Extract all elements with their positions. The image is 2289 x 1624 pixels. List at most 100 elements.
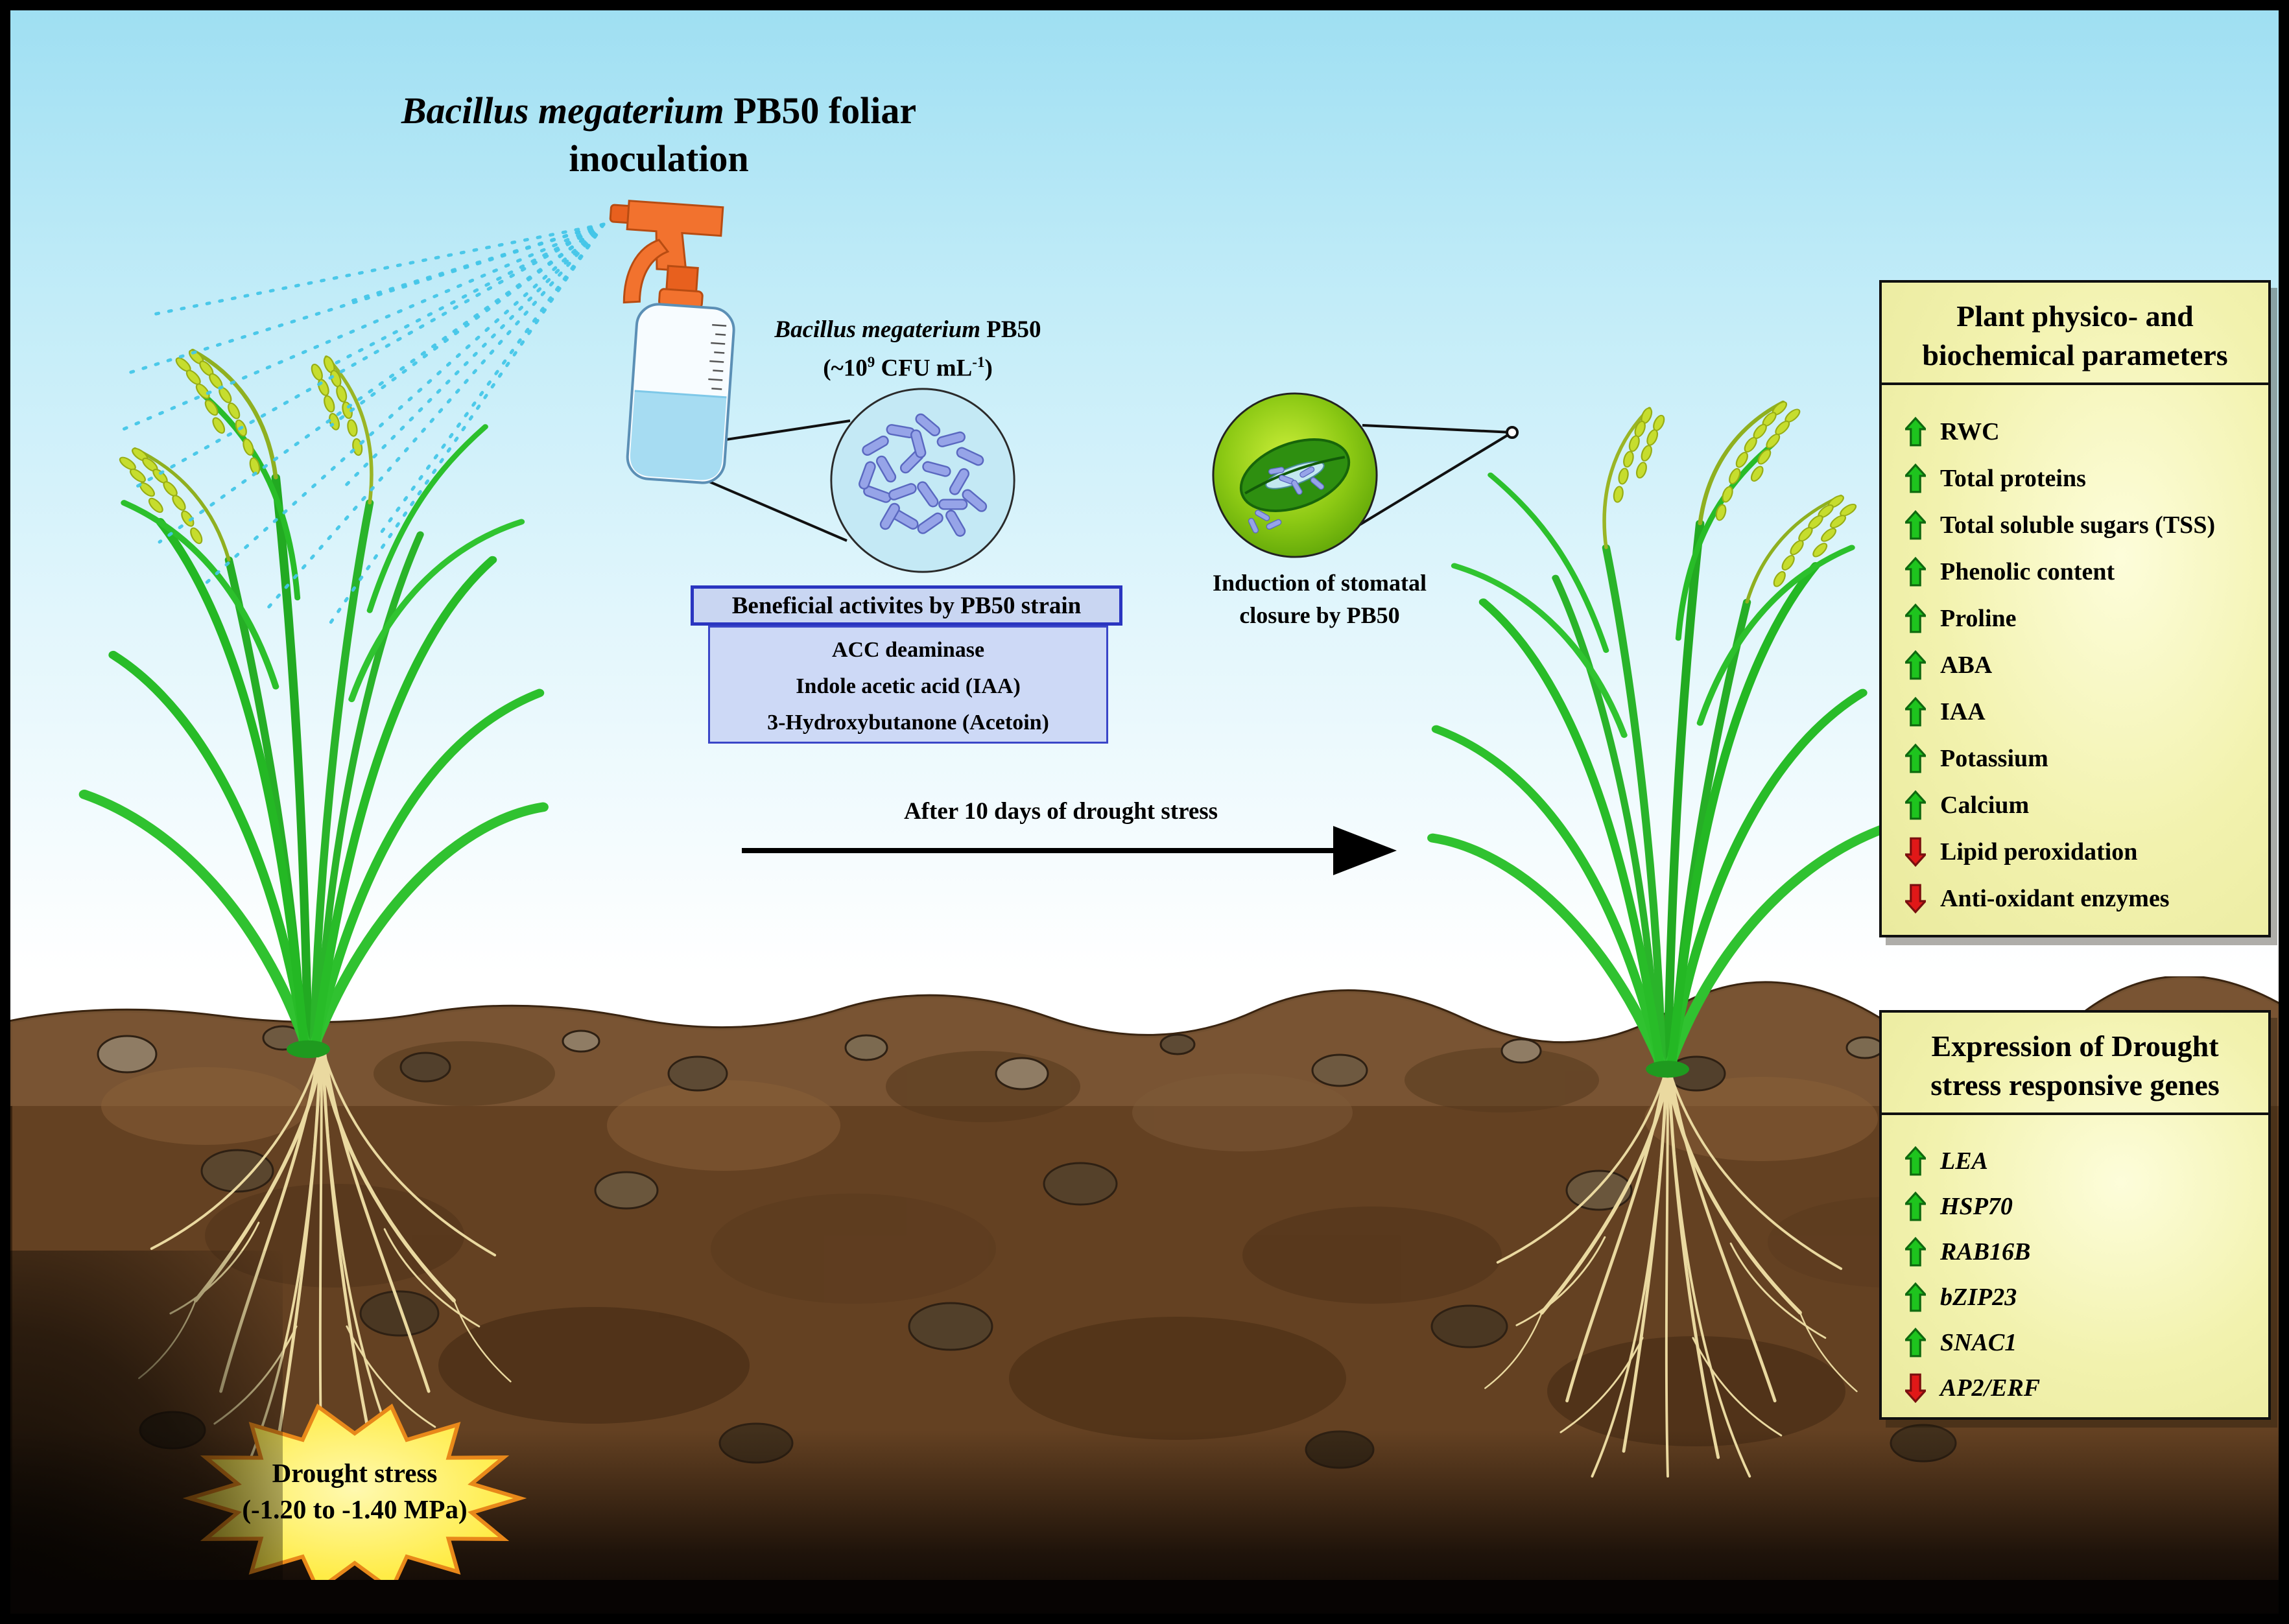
parameter-label: Potassium bbox=[1940, 745, 2048, 772]
panel-title-line: stress responsive genes bbox=[1930, 1068, 2220, 1101]
up-arrow-icon bbox=[1905, 604, 1926, 633]
gene-row: HSP70 bbox=[1882, 1184, 2268, 1229]
parameter-label: IAA bbox=[1940, 698, 1986, 725]
divider bbox=[1882, 382, 2268, 385]
beneficial-activities-header: Beneficial activites by PB50 strain bbox=[691, 585, 1122, 626]
gene-row: SNAC1 bbox=[1882, 1320, 2268, 1365]
gene-row: RAB16B bbox=[1882, 1229, 2268, 1275]
up-arrow-icon bbox=[1905, 744, 1926, 773]
beneficial-item: ACC deaminase bbox=[831, 638, 985, 662]
gene-label: LEA bbox=[1940, 1147, 1988, 1175]
bottle-liquid bbox=[630, 390, 727, 480]
parameter-label: Anti-oxidant enzymes bbox=[1940, 885, 2170, 912]
spray-bottle bbox=[609, 200, 735, 484]
gene-label: HSP70 bbox=[1940, 1193, 2013, 1220]
left-rice-plant bbox=[59, 205, 565, 1061]
parameter-row: RWC bbox=[1882, 408, 2268, 455]
parameter-row: IAA bbox=[1882, 688, 2268, 735]
stomatal-closure-label: Induction of stomatal closure by PB50 bbox=[1157, 567, 1482, 631]
drought-line1: Drought stress bbox=[272, 1458, 438, 1488]
beneficial-header-text: Beneficial activites by PB50 strain bbox=[731, 592, 1082, 619]
parameter-row: Proline bbox=[1882, 595, 2268, 642]
title-rest: PB50 foliar bbox=[724, 89, 917, 132]
down-arrow-icon bbox=[1905, 884, 1926, 913]
parameter-list: RWC Total proteins bbox=[1882, 385, 2268, 922]
parameter-row: Total proteins bbox=[1882, 455, 2268, 502]
conc-pre: (~10 bbox=[823, 355, 868, 382]
gene-row: bZIP23 bbox=[1882, 1275, 2268, 1320]
up-arrow-icon bbox=[1905, 510, 1926, 540]
gene-label: AP2/ERF bbox=[1940, 1374, 2041, 1402]
up-arrow-icon bbox=[1905, 557, 1926, 587]
up-arrow-icon bbox=[1905, 697, 1926, 727]
bottle-label-line1: Bacillus megaterium PB50 bbox=[746, 314, 1070, 346]
bottle-label: Bacillus megaterium PB50 (~109 CFU mL-1) bbox=[746, 314, 1070, 384]
stomatal-label-line2: closure by PB50 bbox=[1239, 602, 1400, 628]
up-arrow-icon bbox=[1905, 790, 1926, 820]
up-arrow-icon bbox=[1905, 1282, 1926, 1312]
parameter-label: Total proteins bbox=[1940, 465, 2086, 492]
panel-physico-biochemical: Plant physico- and biochemical parameter… bbox=[1879, 280, 2271, 937]
stomatal-closure-view bbox=[1212, 392, 1378, 558]
title-line2: inoculation bbox=[569, 137, 749, 180]
up-arrow-icon bbox=[1905, 464, 1926, 493]
gene-label: SNAC1 bbox=[1940, 1329, 2017, 1356]
beneficial-item: 3-Hydroxybutanone (Acetoin) bbox=[767, 711, 1049, 735]
conc-exponent2: -1 bbox=[972, 354, 985, 370]
panel-title-line: Expression of Drought bbox=[1931, 1030, 2219, 1063]
divider bbox=[1882, 1112, 2268, 1115]
parameter-row: Lipid peroxidation bbox=[1882, 829, 2268, 875]
up-arrow-icon bbox=[1905, 1328, 1926, 1358]
bottle-strain: PB50 bbox=[980, 316, 1041, 343]
timeline-arrow bbox=[742, 826, 1397, 875]
parameter-label: RWC bbox=[1940, 418, 2000, 445]
bottle-species: Bacillus megaterium bbox=[774, 316, 981, 343]
conc-exponent: 9 bbox=[867, 354, 875, 370]
parameter-row: Anti-oxidant enzymes bbox=[1882, 875, 2268, 922]
soil-shadow bbox=[10, 1251, 283, 1614]
parameter-row: Potassium bbox=[1882, 735, 2268, 782]
down-arrow-icon bbox=[1905, 1373, 1926, 1403]
parameter-row: ABA bbox=[1882, 642, 2268, 688]
right-rice-plant bbox=[1411, 263, 1917, 1080]
parameter-label: Calcium bbox=[1940, 792, 2030, 819]
up-arrow-icon bbox=[1905, 650, 1926, 680]
gene-label: RAB16B bbox=[1940, 1238, 2031, 1265]
conc-mid: CFU mL bbox=[875, 355, 973, 382]
gene-label: bZIP23 bbox=[1940, 1284, 2017, 1311]
parameter-row: Calcium bbox=[1882, 782, 2268, 829]
parameter-label: Phenolic content bbox=[1940, 558, 2115, 585]
gene-list: LEA HSP70 bbox=[1882, 1115, 2268, 1411]
stomatal-label-line1: Induction of stomatal bbox=[1212, 570, 1427, 596]
up-arrow-icon bbox=[1905, 1146, 1926, 1176]
up-arrow-icon bbox=[1905, 1237, 1926, 1267]
up-arrow-icon bbox=[1905, 417, 1926, 447]
down-arrow-icon bbox=[1905, 837, 1926, 867]
figure-title: Bacillus megaterium PB50 foliar inoculat… bbox=[283, 87, 1035, 183]
beneficial-item: Indole acetic acid (IAA) bbox=[796, 674, 1021, 698]
parameter-label: Proline bbox=[1940, 605, 2017, 632]
right-plant-roots bbox=[1447, 1074, 1888, 1501]
sprayer-trigger bbox=[623, 239, 670, 304]
parameter-label: ABA bbox=[1940, 652, 1993, 679]
parameter-label: Lipid peroxidation bbox=[1940, 838, 2138, 865]
parameter-row: Total soluble sugars (TSS) bbox=[1882, 502, 2268, 548]
title-species: Bacillus megaterium bbox=[401, 89, 724, 132]
panel-genes-title: Expression of Drought stress responsive … bbox=[1882, 1013, 2268, 1105]
bottom-band bbox=[10, 1580, 2279, 1614]
timeline-label: After 10 days of drought stress bbox=[903, 798, 1218, 825]
graduation-marks bbox=[708, 324, 727, 390]
gene-row: AP2/ERF bbox=[1882, 1365, 2268, 1411]
bottle-label-line2: (~109 CFU mL-1) bbox=[746, 346, 1070, 384]
conc-post: ) bbox=[984, 355, 993, 382]
gene-row: LEA bbox=[1882, 1138, 2268, 1184]
parameter-row: Phenolic content bbox=[1882, 548, 2268, 595]
beneficial-activities-list: ACC deaminase Indole acetic acid (IAA) 3… bbox=[708, 626, 1108, 744]
panel-title-line: biochemical parameters bbox=[1922, 338, 2228, 371]
panel-title-line: Plant physico- and bbox=[1956, 300, 2194, 333]
panel-physico-title: Plant physico- and biochemical parameter… bbox=[1882, 283, 2268, 375]
bacteria-magnified-view bbox=[830, 388, 1015, 573]
panel-gene-expression: Expression of Drought stress responsive … bbox=[1879, 1010, 2271, 1420]
parameter-label: Total soluble sugars (TSS) bbox=[1940, 512, 2216, 539]
